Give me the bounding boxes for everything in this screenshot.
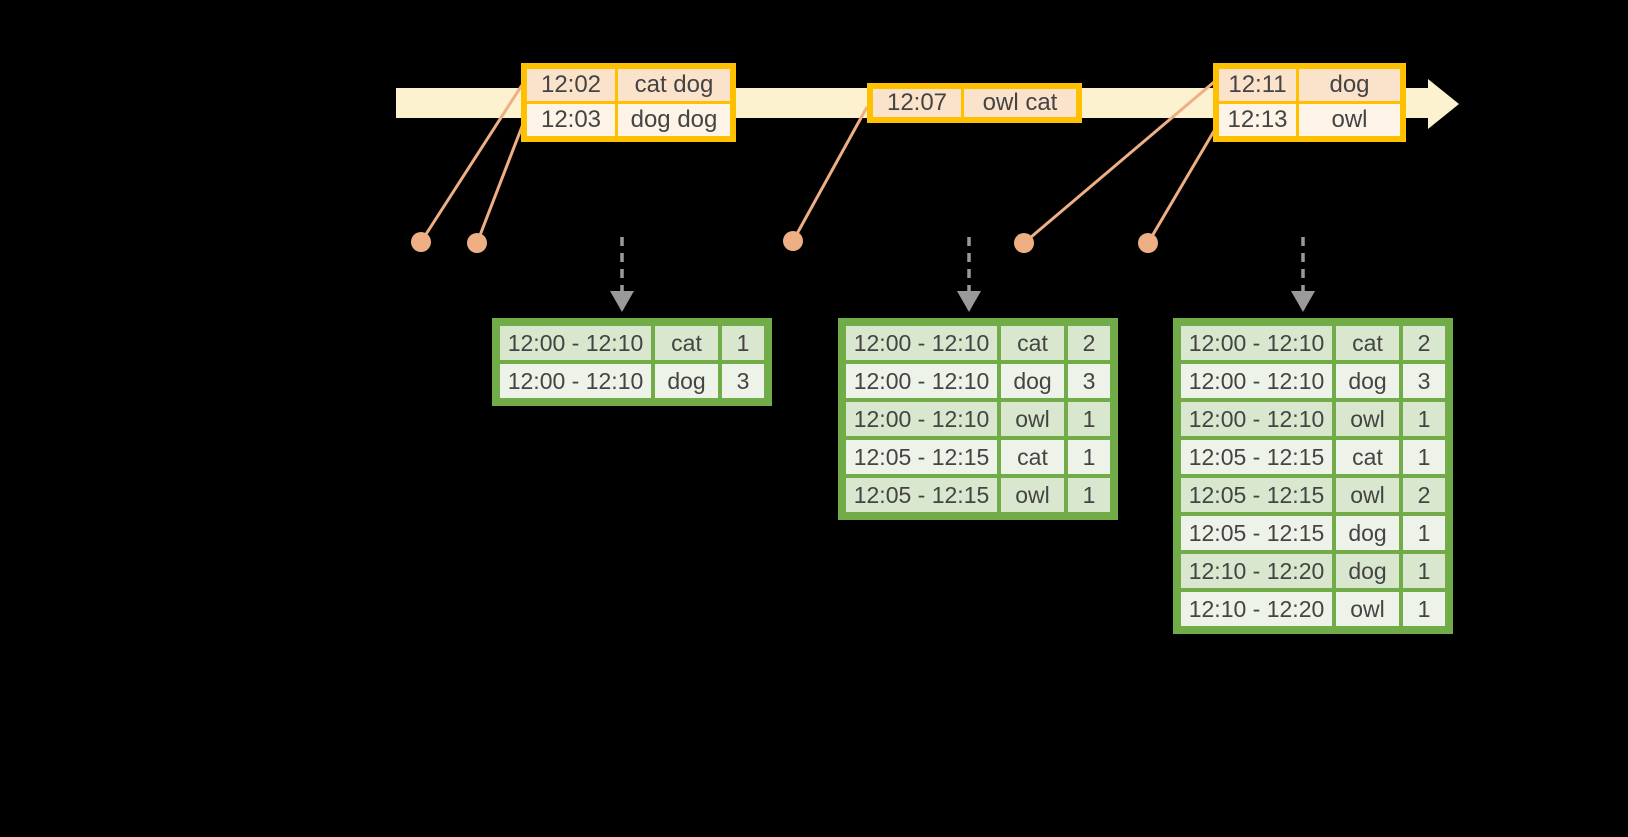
cell-words: dog dog [618,104,730,136]
trigger-arrow-icon [957,291,981,312]
cell-word: dog [1336,554,1399,588]
cell-words: owl cat [964,89,1076,117]
cell-words: owl [1299,104,1400,136]
cell-word: owl [1336,592,1399,626]
cell-word: cat [655,326,718,360]
cell-window: 12:00 - 12:10 [1181,364,1332,398]
cell-time: 12:11 [1219,69,1296,101]
cell-word: cat [1001,326,1064,360]
cell-count: 2 [1068,326,1110,360]
cell-window: 12:10 - 12:20 [1181,592,1332,626]
cell-word: owl [1001,478,1064,512]
cell-word: owl [1001,402,1064,436]
cell-window: 12:05 - 12:15 [1181,440,1332,474]
cell-window: 12:05 - 12:15 [846,440,997,474]
cell-word: dog [1336,516,1399,550]
cell-count: 1 [1068,402,1110,436]
cell-word: cat [1336,440,1399,474]
cell-count: 1 [1068,478,1110,512]
event-connector-line [419,84,524,243]
cell-word: dog [655,364,718,398]
cell-window: 12:00 - 12:10 [846,326,997,360]
cell-word: cat [1001,440,1064,474]
cell-count: 1 [1403,592,1445,626]
cell-time: 12:07 [873,89,961,117]
cell-count: 1 [1403,516,1445,550]
cell-words: dog [1299,69,1400,101]
cell-window: 12:00 - 12:10 [500,326,651,360]
cell-count: 2 [1403,326,1445,360]
cell-words: cat dog [618,69,730,101]
event-connector-line [475,123,525,244]
cell-count: 1 [1068,440,1110,474]
cell-window: 12:00 - 12:10 [846,402,997,436]
event-dot-icon [411,232,431,252]
cell-count: 1 [722,326,764,360]
cell-count: 3 [1068,364,1110,398]
cell-word: owl [1336,402,1399,436]
cell-window: 12:05 - 12:15 [846,478,997,512]
cell-word: owl [1336,478,1399,512]
event-dot-icon [1138,233,1158,253]
cell-word: dog [1336,364,1399,398]
event-connector-line [791,106,869,242]
cell-time: 12:03 [527,104,615,136]
cell-time: 12:02 [527,69,615,101]
cell-count: 2 [1403,478,1445,512]
cell-count: 1 [1403,402,1445,436]
cell-count: 3 [1403,364,1445,398]
event-connector-line [1023,80,1215,245]
trigger-arrow-icon [610,291,634,312]
cell-window: 12:00 - 12:10 [1181,326,1332,360]
timeline-arrowhead-icon [1428,79,1459,129]
cell-window: 12:05 - 12:15 [1181,516,1332,550]
cell-window: 12:10 - 12:20 [1181,554,1332,588]
cell-word: cat [1336,326,1399,360]
cell-window: 12:05 - 12:15 [1181,478,1332,512]
trigger-arrow-icon [1291,291,1315,312]
event-dot-icon [783,231,803,251]
cell-window: 12:00 - 12:10 [500,364,651,398]
cell-count: 1 [1403,440,1445,474]
cell-window: 12:00 - 12:10 [1181,402,1332,436]
cell-count: 3 [722,364,764,398]
cell-word: dog [1001,364,1064,398]
event-dot-icon [1014,233,1034,253]
event-connector-line [1146,130,1216,244]
cell-window: 12:00 - 12:10 [846,364,997,398]
cell-time: 12:13 [1219,104,1296,136]
event-dot-icon [467,233,487,253]
cell-count: 1 [1403,554,1445,588]
